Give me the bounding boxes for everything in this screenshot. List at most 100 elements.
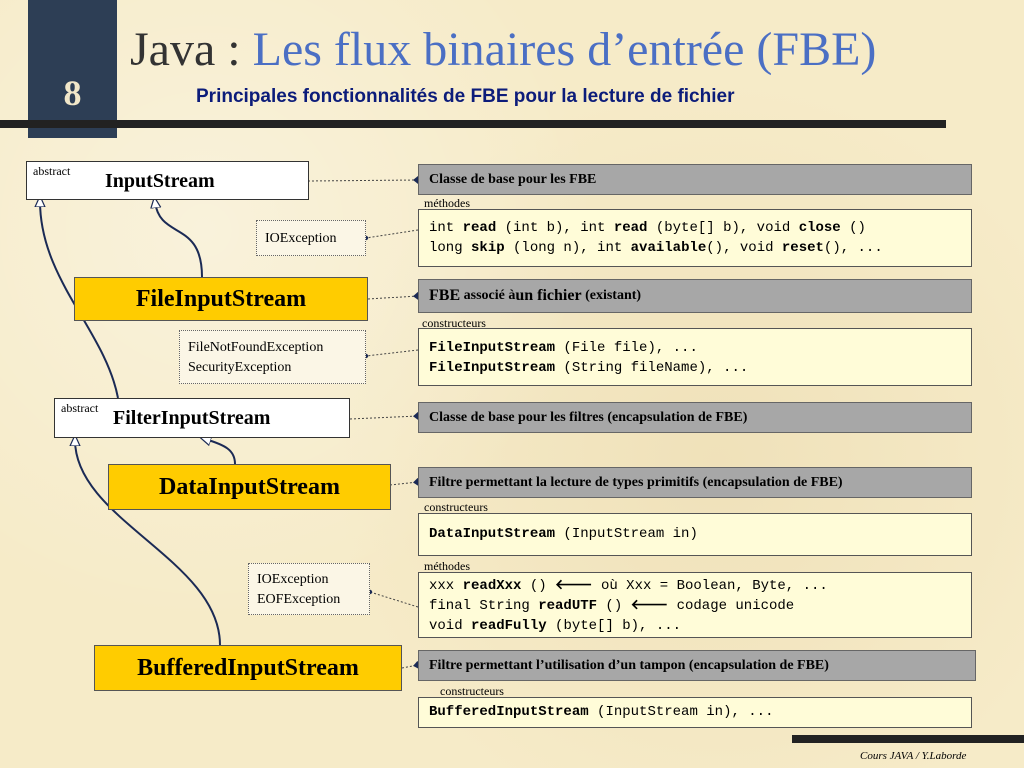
title-divider xyxy=(0,120,946,128)
code-keyword: reset xyxy=(781,240,824,256)
exception-item: SecurityException xyxy=(188,360,292,375)
code-keyword: readXxx xyxy=(462,578,522,594)
inputstream-class-box: abstract InputStream xyxy=(26,161,309,200)
code-text: (InputStream in), ... xyxy=(588,704,774,720)
filterinputstream-desc-link xyxy=(349,412,423,420)
inputstream-desc-link xyxy=(307,176,423,184)
code-keyword: 🡐 xyxy=(630,598,669,614)
exception-item: EOFException xyxy=(257,592,341,607)
inputstream-class-name: InputStream xyxy=(105,170,215,192)
desc-part: FBE xyxy=(429,287,461,304)
inputstream-methods-label: méthodes xyxy=(424,196,470,210)
code-line: DataInputStream (InputStream in) xyxy=(429,524,961,544)
code-line: BufferedInputStream (InputStream in), ..… xyxy=(429,702,961,722)
footer-credit: Cours JAVA / Y.Laborde xyxy=(860,750,967,762)
code-line: int read (int b), int read (byte[] b), v… xyxy=(429,218,961,238)
code-text: long xyxy=(429,240,472,256)
code-text: (InputStream in) xyxy=(555,526,698,542)
code-keyword: DataInputStream xyxy=(429,526,556,542)
abstract-label: abstract xyxy=(33,164,71,178)
code-line: void readFully (byte[] b), ... xyxy=(429,616,961,636)
code-keyword: readUTF xyxy=(538,598,598,614)
slide-title: Java : Les flux binaires d’entrée (FBE) xyxy=(130,22,876,77)
code-text: () xyxy=(521,578,556,594)
code-keyword: 🡐 xyxy=(555,578,593,594)
code-text: où Xxx = Boolean, Byte, ... xyxy=(592,578,828,594)
code-line: FileInputStream (File file), ... xyxy=(429,338,961,358)
filterinputstream-class-box: abstract FilterInputStream xyxy=(54,398,350,438)
filenotfound-code-link xyxy=(363,349,419,359)
inherit-datainputstream-arrow xyxy=(205,439,236,465)
dataexception-code-link xyxy=(367,589,419,608)
inherit-fileinputstream-arrow xyxy=(155,202,203,278)
inputstream-methods-code: int read (int b), int read (byte[] b), v… xyxy=(418,209,972,267)
code-text: (long n), int xyxy=(504,240,631,256)
code-text: (byte[] b), ... xyxy=(546,618,682,634)
datainputstream-description: Filtre permettant la lecture de types pr… xyxy=(418,467,972,498)
code-text: void xyxy=(429,618,472,634)
fileinputstream-class-name: FileInputStream xyxy=(135,285,307,312)
desc-part: un fichier xyxy=(515,287,582,304)
filterinputstream-description: Classe de base pour les filtres (encapsu… xyxy=(418,402,972,433)
datainputstream-methods-code: xxx readXxx () 🡐 où Xxx = Boolean, Byte,… xyxy=(418,572,972,638)
inputstream-description: Classe de base pour les FBE xyxy=(418,164,972,195)
code-text: (), void xyxy=(706,240,782,256)
desc-part: associé à xyxy=(463,288,516,303)
title-main: Les flux binaires d’entrée (FBE) xyxy=(252,23,877,76)
code-keyword: FileInputStream xyxy=(429,360,556,376)
code-line: final String readUTF () 🡐 codage unicode xyxy=(429,596,961,616)
bufferedinputstream-ctors-code: BufferedInputStream (InputStream in), ..… xyxy=(418,697,972,728)
fileinputstream-ctors-label: constructeurs xyxy=(422,316,486,330)
slide-number: 8 xyxy=(63,73,82,113)
exception-item: IOException xyxy=(257,572,329,587)
code-line: xxx readXxx () 🡐 où Xxx = Boolean, Byte,… xyxy=(429,576,961,596)
slide-number-block xyxy=(28,0,117,138)
fileinputstream-exceptions: FileNotFoundException SecurityException xyxy=(179,330,366,384)
code-keyword: readFully xyxy=(471,618,547,634)
exception-item: IOException xyxy=(265,231,337,246)
exception-item: FileNotFoundException xyxy=(188,340,324,355)
fileinputstream-desc-link xyxy=(367,292,423,300)
desc-part: (existant) xyxy=(585,288,642,303)
code-keyword: close xyxy=(798,220,841,236)
code-text: (int b), int xyxy=(496,220,614,236)
inherit-bufferedinputstream-arrow xyxy=(75,440,221,646)
datainputstream-class-name: DataInputStream xyxy=(159,473,340,500)
code-keyword: BufferedInputStream xyxy=(429,704,589,720)
datainputstream-ctors-code: DataInputStream (InputStream in) xyxy=(418,513,972,556)
ioexception-code-link xyxy=(363,229,419,241)
fileinputstream-description: FBE associé à un fichier (existant) xyxy=(418,279,972,313)
bufferedinputstream-ctors-label: constructeurs xyxy=(440,684,504,698)
datainputstream-exceptions: IOException EOFException xyxy=(248,563,370,615)
abstract-label: abstract xyxy=(61,401,99,415)
code-text: int xyxy=(429,220,463,236)
code-text: xxx xyxy=(429,578,463,594)
code-line: long skip (long n), int available(), voi… xyxy=(429,238,961,258)
slide-subtitle: Principales fonctionnalités de FBE pour … xyxy=(196,86,735,107)
bufferedinputstream-class-box: BufferedInputStream xyxy=(94,645,402,691)
bufferedinputstream-class-name: BufferedInputStream xyxy=(137,654,359,681)
code-keyword: available xyxy=(630,240,707,256)
datainputstream-class-box: DataInputStream xyxy=(108,464,391,510)
title-prefix: Java : xyxy=(130,23,253,76)
code-keyword: FileInputStream xyxy=(429,340,556,356)
bufferedinputstream-description: Filtre permettant l’utilisation d’un tam… xyxy=(418,650,976,681)
datainputstream-desc-link xyxy=(389,478,423,486)
code-keyword: skip xyxy=(471,240,505,256)
filterinputstream-class-name: FilterInputStream xyxy=(113,407,271,429)
code-text: final String xyxy=(429,598,539,614)
code-text: (byte[] b), void xyxy=(647,220,799,236)
datainputstream-methods-label: méthodes xyxy=(424,559,470,573)
code-text: () xyxy=(840,220,866,236)
code-text: codage unicode xyxy=(668,598,795,614)
code-line: FileInputStream (String fileName), ... xyxy=(429,358,961,378)
fileinputstream-class-box: FileInputStream xyxy=(74,277,368,321)
code-text: (String fileName), ... xyxy=(555,360,749,376)
code-text: (File file), ... xyxy=(555,340,698,356)
bufferedinputstream-desc-link xyxy=(401,661,423,669)
code-keyword: read xyxy=(462,220,497,236)
fileinputstream-ctors-code: FileInputStream (File file), ...FileInpu… xyxy=(418,328,972,386)
footer-divider xyxy=(792,735,1024,743)
inputstream-exceptions: IOException xyxy=(256,220,366,256)
code-text: () xyxy=(597,598,631,614)
